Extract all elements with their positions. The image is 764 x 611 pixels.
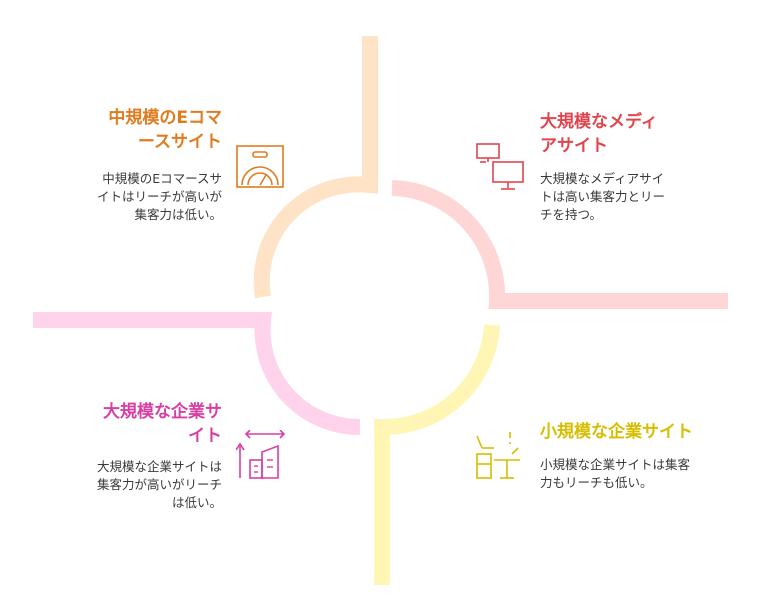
arc-top-left [253, 36, 378, 299]
quadrant-title-media: 大規模なメディ アサイト [540, 112, 658, 156]
quadrant-desc-media: 大規模なメディアサイ トは高い集客力とリー チを持つ。 [540, 171, 666, 222]
scale-icon [236, 145, 284, 188]
small-office-icon [476, 432, 520, 479]
quadrant-title-small-business: 小規模な企業サイト [540, 422, 693, 442]
quadrant-desc-small-business: 小規模な企業サイトは集客 力もリーチも低い。 [540, 457, 691, 490]
arc-bottom-left [33, 312, 361, 436]
arc-top-right [391, 180, 728, 309]
arc-bottom-right [374, 324, 500, 585]
quadrant-title-enterprise: 大規模な企業サ イト [103, 402, 222, 446]
quadrant-desc-enterprise: 大規模な企業サイトは 集客力が高いがリーチ は低い。 [96, 459, 222, 510]
city-expand-icon [236, 430, 286, 479]
monitors-icon [476, 143, 524, 190]
quadrant-title-ecommerce: 中規模のEコマ ースサイト [108, 108, 222, 152]
quadrant-desc-ecommerce: 中規模のEコマースサ イトはリーチが高いが 集客力は低い。 [96, 171, 222, 222]
